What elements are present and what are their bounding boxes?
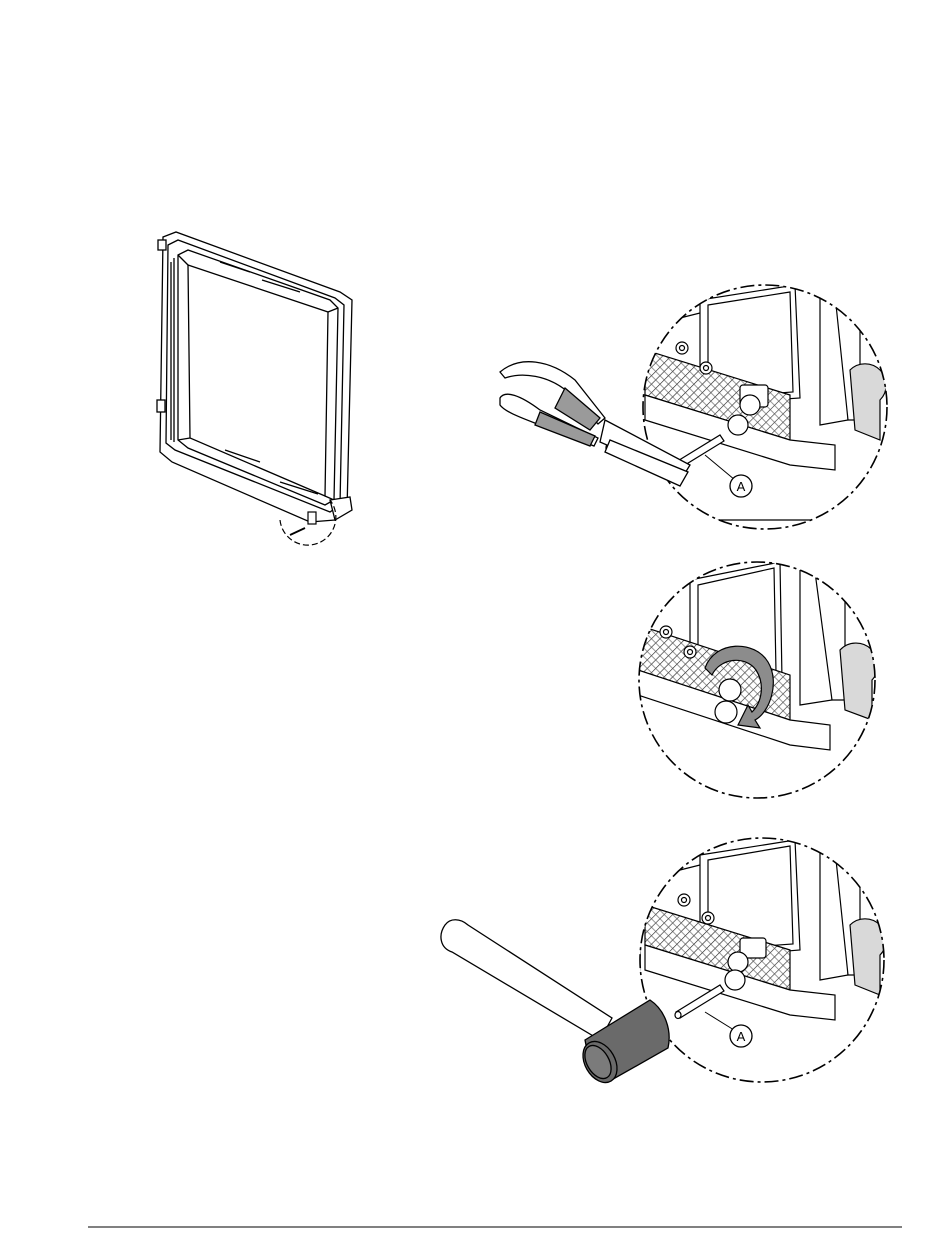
hammer-icon [441, 920, 669, 1089]
detail-panel-rotate-hinge [630, 560, 880, 800]
callout-a2: A [730, 1025, 752, 1047]
svg-text:A: A [737, 479, 746, 494]
callout-a1: A [730, 475, 752, 497]
detail-panel-install-pin: A [441, 838, 890, 1090]
svg-text:A: A [737, 1029, 746, 1044]
detail-panel-remove-pin: A [500, 285, 890, 529]
door-frame-overview [157, 232, 352, 522]
